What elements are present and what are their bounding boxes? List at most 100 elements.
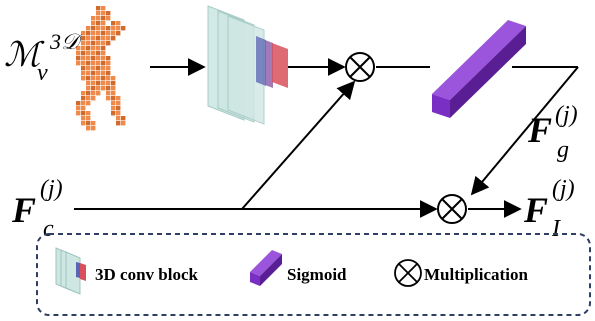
voxel — [96, 41, 101, 46]
input-label-sup: 3𝒟 — [49, 29, 83, 54]
voxel — [81, 71, 86, 76]
voxel — [116, 106, 121, 111]
voxel — [91, 56, 96, 61]
voxel — [111, 96, 116, 101]
voxel — [96, 91, 101, 96]
voxel — [101, 81, 106, 86]
voxel — [106, 26, 111, 31]
voxel — [91, 86, 96, 91]
voxel — [101, 26, 106, 31]
voxel — [91, 16, 96, 21]
voxel — [81, 96, 86, 101]
voxel — [101, 16, 106, 21]
voxel — [86, 36, 91, 41]
voxel — [86, 61, 91, 66]
conv-block-icon — [55, 247, 86, 295]
voxel — [96, 61, 101, 66]
voxel — [111, 91, 116, 96]
voxel — [101, 11, 106, 16]
voxel — [96, 71, 101, 76]
voxel — [111, 111, 116, 116]
fi-label-sub: I — [551, 216, 561, 242]
voxel — [101, 31, 106, 36]
voxel — [81, 101, 86, 106]
voxel — [81, 46, 86, 51]
voxel — [81, 111, 86, 116]
voxel — [91, 71, 96, 76]
voxel — [81, 61, 86, 66]
voxel — [111, 26, 116, 31]
voxel — [111, 36, 116, 41]
voxel — [81, 76, 86, 81]
voxel — [91, 61, 96, 66]
voxel — [111, 76, 116, 81]
voxel — [81, 106, 86, 111]
voxel — [101, 6, 106, 11]
voxel — [96, 51, 101, 56]
legend-mult-label: Multiplication — [424, 265, 528, 284]
voxel — [106, 91, 111, 96]
voxel — [91, 51, 96, 56]
voxel — [86, 116, 91, 121]
voxel — [86, 56, 91, 61]
voxel — [101, 71, 106, 76]
voxel — [106, 56, 111, 61]
legend-sigmoid-label: Sigmoid — [287, 265, 347, 284]
voxel — [106, 96, 111, 101]
voxel — [111, 21, 116, 26]
sigmoid-prism — [432, 20, 526, 118]
voxel — [96, 81, 101, 86]
voxel — [86, 76, 91, 81]
voxel — [101, 86, 106, 91]
fi-label-main: F — [523, 190, 548, 230]
voxel — [91, 121, 96, 126]
voxel — [96, 31, 101, 36]
voxel — [86, 86, 91, 91]
legend-conv-label: 3D conv block — [95, 265, 199, 284]
voxel — [96, 66, 101, 71]
fg-label-main: F — [527, 110, 552, 150]
voxel — [106, 16, 111, 21]
voxel — [86, 41, 91, 46]
voxel — [86, 126, 91, 131]
voxel — [111, 31, 116, 36]
voxel — [86, 26, 91, 31]
fg-label-sub: g — [557, 137, 569, 163]
voxel — [121, 26, 126, 31]
fc-label-sub: c — [43, 216, 54, 242]
voxel — [81, 36, 86, 41]
legend: 3D conv block Sigmoid Multiplication — [36, 233, 591, 316]
voxel — [96, 16, 101, 21]
voxel — [96, 11, 101, 16]
multiplication-node-top — [345, 52, 375, 82]
voxel — [86, 111, 91, 116]
voxel — [91, 76, 96, 81]
voxel — [86, 101, 91, 106]
voxel — [116, 111, 121, 116]
voxel — [91, 31, 96, 36]
voxel — [96, 86, 101, 91]
voxel — [111, 101, 116, 106]
multiplication-node-bottom — [437, 194, 467, 224]
voxel — [106, 31, 111, 36]
voxel — [76, 61, 81, 66]
voxel — [76, 56, 81, 61]
voxel — [106, 11, 111, 16]
voxel — [106, 86, 111, 91]
voxel-figure — [76, 6, 126, 131]
voxel — [106, 66, 111, 71]
voxel — [101, 46, 106, 51]
voxel — [81, 56, 86, 61]
input-label-sub: v — [37, 60, 48, 86]
multiplication-icon — [394, 259, 422, 287]
sigmoid-icon — [250, 250, 282, 286]
voxel — [91, 41, 96, 46]
voxel — [111, 86, 116, 91]
voxel — [91, 66, 96, 71]
voxel — [121, 121, 126, 126]
voxel — [91, 81, 96, 86]
voxel — [86, 121, 91, 126]
voxel — [81, 116, 86, 121]
voxel — [116, 26, 121, 31]
